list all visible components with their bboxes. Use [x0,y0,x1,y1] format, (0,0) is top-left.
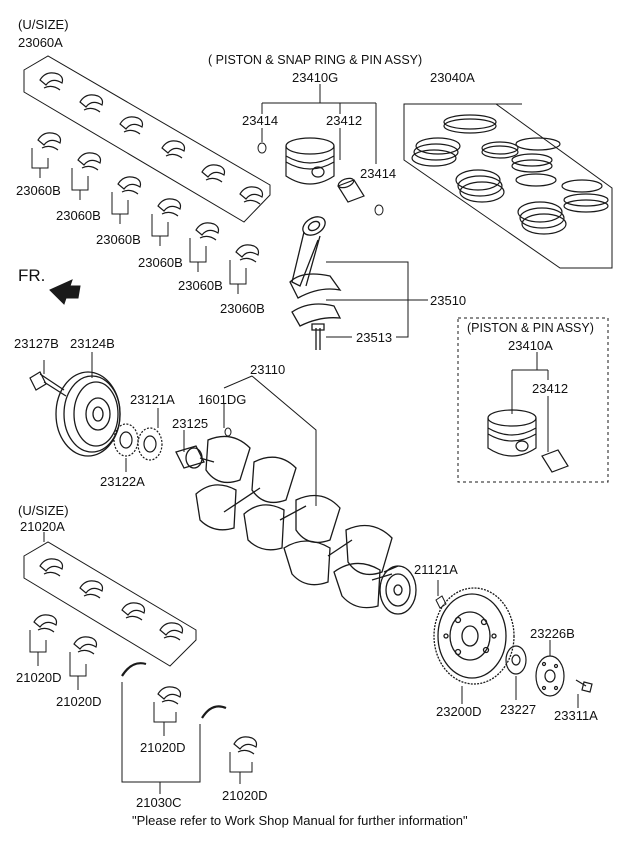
front-label: FR. [18,266,46,285]
pulley-leaders [43,352,317,506]
thrust-washer-icon [121,662,227,719]
piston-pin-icon [541,449,569,473]
part-number-21030C: 21030C [136,795,182,810]
part-number-21020D: 21020D [56,694,102,709]
flywheel-bolt-icon [575,679,593,693]
flywheel-leaders [461,640,579,708]
part-number-23513: 23513 [356,330,393,345]
usize-label-bottom: (U/SIZE) [18,503,69,518]
part-number-23122A: 23122A [100,474,145,489]
part-number-23060B: 23060B [178,278,223,293]
part-number-23200D: 23200D [436,704,482,719]
piston-assy-leaders [261,84,377,164]
part-number-21121A: 21121A [414,562,458,577]
piston-snap-assy-caption: ( PISTON & SNAP RING & PIN ASSY) [208,53,423,67]
footer-note: "Please refer to Work Shop Manual for fu… [132,813,468,828]
bearing-shell-icon [39,72,264,205]
connecting-rod-icon [289,216,342,350]
part-number-23060B: 23060B [138,255,183,270]
part-number-21020D: 21020D [140,740,186,755]
part-number-23410G: 23410G [292,70,339,85]
part-number-23127B: 23127B [14,336,59,351]
part-number-21020D: 21020D [222,788,268,803]
piston-ring-panel [403,103,613,269]
conrod-leaders [326,261,428,338]
part-number-21020D: 21020D [16,670,62,685]
dowel-pin-icon [224,427,447,609]
piston-icon [487,409,537,457]
part-number-21020A: 21020A [20,519,65,534]
part-number-23060B: 23060B [16,183,61,198]
lower-bearing-leaders [29,630,253,784]
piston-pin-icon [337,177,365,203]
bearing-leader-lines [31,148,247,294]
pulley-bolt-icon [29,371,67,397]
reinforcement-plate-icon [535,655,565,697]
part-number-23410A: 23410A [508,338,553,353]
bearing-shell-icon [33,558,258,755]
part-number-23226B: 23226B [530,626,575,641]
part-number-23414: 23414 [360,166,397,181]
usize-label-top: (U/SIZE) [18,17,69,32]
part-number-23414: 23414 [242,113,279,128]
part-number-23227: 23227 [500,702,537,717]
snap-ring-icon [257,142,384,216]
adapter-plate-icon [505,645,527,675]
thrust-leaders [121,682,201,794]
lower-bearing-panel [23,532,197,667]
piston-icon [285,137,335,185]
part-number-23412: 23412 [532,381,569,396]
part-number-23060B: 23060B [96,232,141,247]
piston-pin-assy-caption: (PISTON & PIN ASSY) [467,321,594,335]
part-number-23121A: 23121A [130,392,175,407]
part-number-23124B: 23124B [70,336,115,351]
part-number-1601DG: 1601DG [198,392,247,407]
flywheel-icon [433,587,515,685]
crankshaft-icon [175,435,417,615]
part-number-23060B: 23060B [56,208,101,223]
front-arrow-icon [49,279,81,305]
crank-pulley-icon [55,371,121,457]
part-number-23412: 23412 [326,113,363,128]
part-number-23060A: 23060A [18,35,63,50]
upper-bearing-panel [23,55,271,223]
part-number-23125: 23125 [172,416,209,431]
part-number-23510: 23510 [430,293,467,308]
part-number-23110: 23110 [250,362,286,377]
piston-pin-assy-box [457,317,609,483]
timing-sprocket-icon [113,423,163,461]
part-number-23040A: 23040A [430,70,475,85]
bearing-shell-icons-23060B [37,132,260,263]
part-number-23060B: 23060B [220,301,265,316]
part-number-23311A: 23311A [554,708,598,723]
piston-ring-icon [411,114,609,235]
